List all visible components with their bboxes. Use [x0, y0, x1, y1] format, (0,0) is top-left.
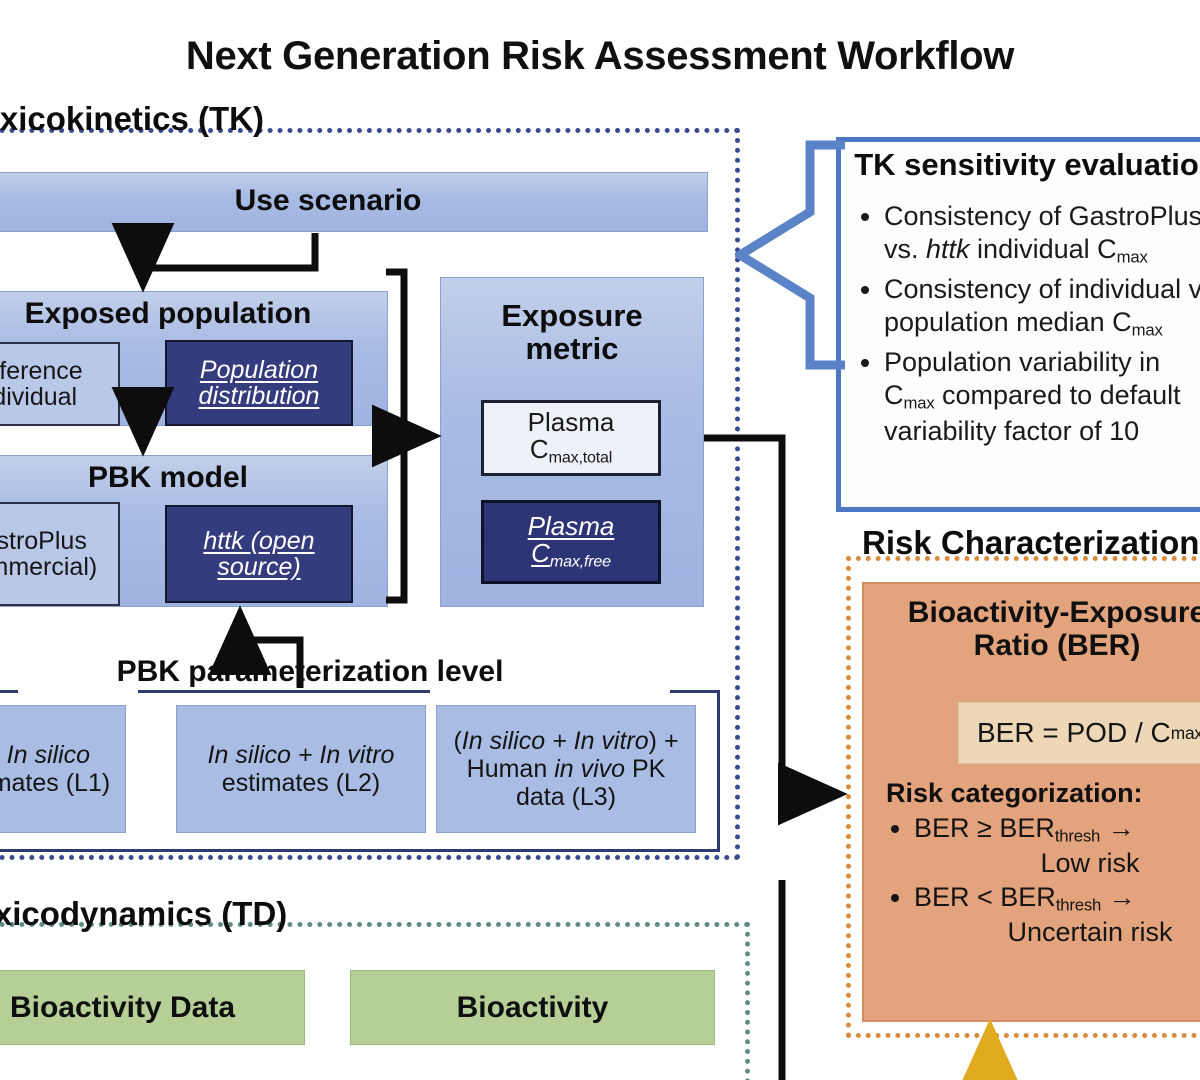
l2-italic: In silico + In vitro [207, 741, 395, 769]
exposure-metric-title-line2: metric [525, 330, 619, 366]
plasma-cmax-total-option[interactable]: Plasma Cmax,total [481, 400, 661, 476]
l3-post: PK data (L3) [515, 755, 666, 811]
pbk-parameterization-heading: PBK parameterization level [116, 655, 504, 688]
risk-characterization-box[interactable] [862, 582, 1200, 1022]
risk-categorization-label: Risk categorization: [886, 778, 1143, 808]
param-heading-mask-left [18, 678, 138, 700]
bioactivity-data-label: Bioactivity Data [9, 990, 236, 1024]
httk-option[interactable]: httk (open source) [165, 505, 353, 603]
td-section-heading: Toxicodynamics (TD) [0, 895, 288, 932]
reference-individual-option[interactable]: Reference individual [0, 342, 120, 426]
tk-sensitivity-callout-arrow [735, 140, 845, 370]
plasma-free-line2: Cmax,free [531, 538, 611, 571]
bioactivity-label: Bioactivity [456, 990, 609, 1024]
gastroplus-line2: (commercial) [0, 553, 98, 581]
bioactivity-box[interactable]: Bioactivity [350, 970, 715, 1045]
gastroplus-line1: GastroPlus [0, 526, 87, 555]
page-title: Next Generation Risk Assessment Workflow [185, 34, 1015, 78]
td-section-border [0, 922, 750, 1080]
plasma-cmax-free-option[interactable]: Plasma Cmax,free [481, 500, 661, 584]
l1-pre: All [0, 741, 7, 769]
exposure-metric-title-line1: Exposure [501, 298, 643, 333]
l1-post: estimates (L1) [0, 769, 111, 797]
ber-title: Bioactivity-Exposure Ratio (BER) [907, 596, 1200, 662]
plasma-free-line1: Plasma [527, 510, 615, 541]
risk-rule-1: BER ≥ BERthresh → Low risk [914, 812, 1200, 879]
gastroplus-option[interactable]: GastroPlus (commercial) [0, 502, 120, 606]
parameterization-level-l2[interactable]: In silico + In vitro estimates (L2) [176, 705, 426, 833]
reference-individual-label: Reference individual [0, 356, 83, 411]
tk-sensitivity-title: TK sensitivity evaluation [854, 147, 1200, 182]
bioactivity-data-box[interactable]: Bioactivity Data [0, 970, 305, 1045]
risk-categorization-list: BER ≥ BERthresh → Low risk BER < BERthre… [886, 812, 1200, 950]
l3-italic2: in vivo [554, 755, 626, 783]
tk-sensitivity-bullet-list: Consistency of GastroPlus vs. httk indiv… [856, 200, 1200, 452]
l2-post: estimates (L2) [221, 769, 381, 797]
population-distribution-line1: Population [199, 355, 319, 384]
population-distribution-line2: distribution [198, 382, 320, 410]
httk-line2: source) [217, 553, 301, 581]
risk-rule-2: BER < BERthresh → Uncertain risk [914, 881, 1200, 948]
pbk-model-title: PBK model [87, 461, 249, 494]
tk-sensitivity-bullet-1: Consistency of GastroPlus vs. httk indiv… [884, 200, 1200, 269]
use-scenario-label: Use scenario [234, 184, 422, 217]
httk-line1: httk (open [203, 526, 315, 555]
l3-pre: ( [453, 727, 462, 755]
l3-mid: ) + Human [466, 727, 679, 783]
tk-section-heading: Toxicokinetics (TK) [0, 100, 264, 137]
tk-sensitivity-bullet-2: Consistency of individual vs. population… [884, 273, 1200, 342]
tk-sensitivity-bullet-3: Population variability in Cmax compared … [884, 346, 1200, 448]
use-scenario-box[interactable]: Use scenario [0, 172, 708, 232]
plasma-total-line1: Plasma [527, 406, 615, 437]
l3-italic1: In silico + In vitro [461, 727, 649, 755]
risk-section-heading: Risk Characterization [862, 524, 1200, 561]
tk-sensitivity-panel[interactable] [836, 137, 1200, 512]
exposed-population-title: Exposed population [24, 297, 312, 330]
l1-italic: In silico [6, 741, 91, 769]
plasma-total-line2: Cmax,total [529, 434, 613, 467]
parameterization-level-l1[interactable]: All In silico estimates (L1) [0, 705, 126, 833]
parameterization-level-l3[interactable]: (In silico + In vitro) + Human in vivo P… [436, 705, 696, 833]
population-distribution-option[interactable]: Population distribution [165, 340, 353, 426]
param-heading-mask-right [430, 678, 670, 700]
